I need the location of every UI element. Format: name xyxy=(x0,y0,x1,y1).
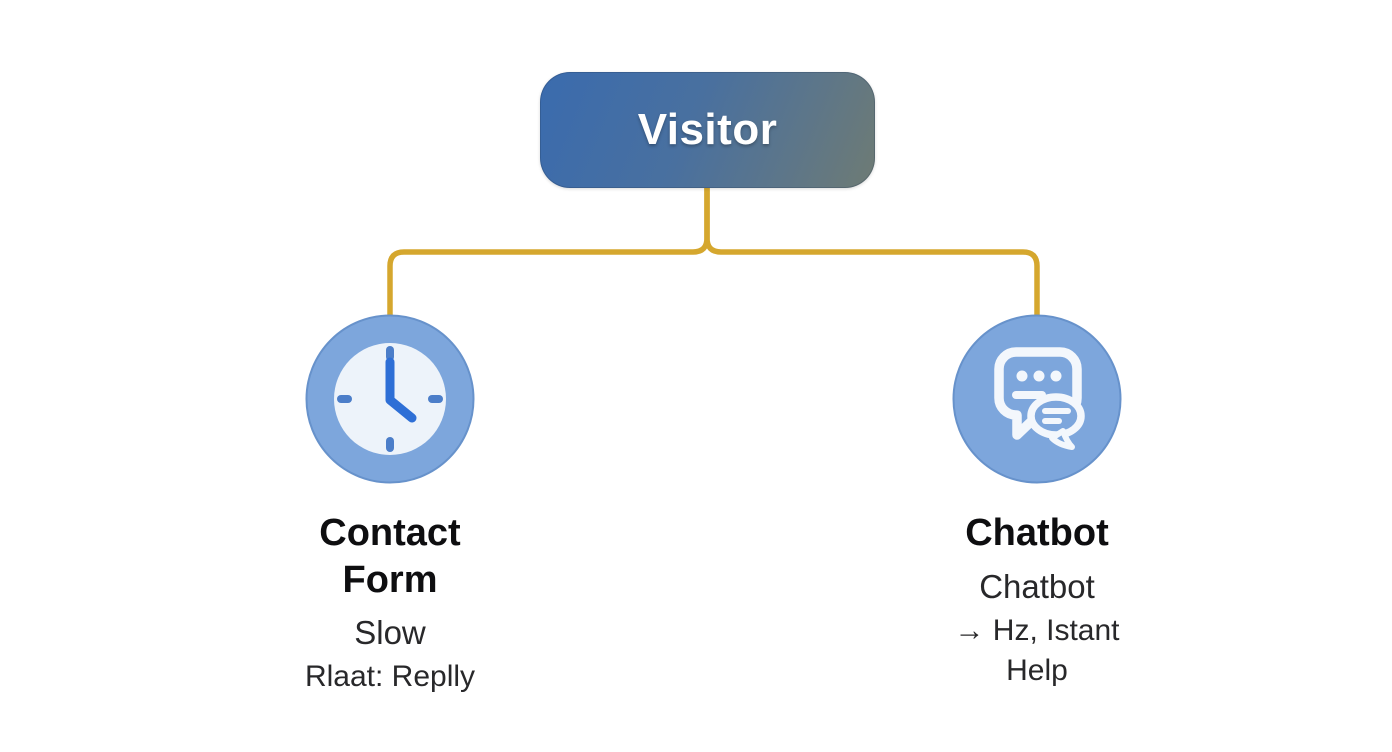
edge-visitor-to-chatbot xyxy=(704,183,1040,319)
chat-bubbles-icon xyxy=(952,314,1122,484)
node-subtitle: → Hz, Istant Help xyxy=(954,613,1120,688)
node-subtitle: Slow xyxy=(354,614,426,652)
node-subtitle: Rlaat: Replly xyxy=(304,660,476,694)
node-contact-form-text: Contact Form Slow Rlaat: Replly xyxy=(277,510,503,698)
clock-icon xyxy=(305,314,475,484)
node-chatbot: Chatbot Chatbot → Hz, Istant Help xyxy=(924,314,1150,692)
root-node-label: Visitor xyxy=(637,105,778,154)
node-subtitle: Chatbot xyxy=(979,567,1095,605)
node-title: Contact Form xyxy=(319,512,461,601)
node-title: Chatbot xyxy=(965,512,1109,554)
root-node-visitor: Visitor xyxy=(540,72,875,188)
edge-visitor-to-contact-form xyxy=(387,183,710,319)
node-chatbot-text: Chatbot Chatbot → Hz, Istant Help xyxy=(924,510,1150,692)
node-contact-form: Contact Form Slow Rlaat: Replly xyxy=(277,314,503,698)
